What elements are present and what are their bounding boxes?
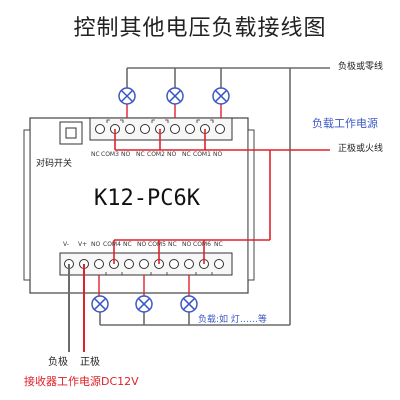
bottom-screw-6 — [139, 259, 149, 269]
terminal-label: COM1 — [193, 151, 211, 158]
bottom-screw-3 — [94, 259, 104, 269]
bottom-relay-marks — [105, 272, 213, 276]
module-left-tab — [23, 129, 31, 281]
dip-switch-label: 对码开关 — [36, 159, 73, 169]
lamp-icon — [212, 87, 230, 105]
bottom-screw-11 — [214, 259, 224, 269]
top-terminal-screws — [95, 124, 225, 134]
bottom-screw-9 — [184, 259, 194, 269]
negative-label: 负极 — [48, 357, 68, 368]
terminal-label: COM6 — [193, 241, 211, 248]
terminal-label: COM4 — [103, 241, 121, 248]
lamp-icon — [135, 295, 153, 313]
module-right-tab — [247, 129, 255, 281]
top-relay-marks — [106, 119, 214, 123]
terminal-label: NO — [167, 151, 177, 158]
terminal-label: COM2 — [147, 151, 165, 158]
terminal-label: NC — [91, 151, 100, 158]
terminal-label: NC — [123, 241, 132, 248]
terminal-label: NO — [91, 241, 101, 248]
terminal-label: NC — [182, 151, 191, 158]
top-screw-4 — [140, 124, 150, 134]
terminal-label: NC — [214, 241, 223, 248]
terminal-label: NO — [213, 151, 223, 158]
receiver-power-label: 接收器工作电源DC12V — [24, 375, 139, 388]
lamp-icon — [91, 295, 109, 313]
lamp-icon — [166, 87, 184, 105]
terminal-label: NC — [136, 151, 145, 158]
model-name: K12-PC6K — [94, 186, 200, 211]
top-screw-7 — [185, 124, 195, 134]
load-example-label: 负载:如 灯……等 — [198, 315, 267, 325]
live-line-label: 正极或火线 — [338, 144, 384, 154]
terminal-label: NC — [168, 241, 177, 248]
terminal-label: NO — [182, 241, 192, 248]
top-screw-6 — [170, 124, 180, 134]
lamp-icon — [118, 87, 136, 105]
top-lamp-wires — [126, 104, 222, 118]
neutral-wiring — [99, 67, 330, 326]
bottom-screw-8 — [169, 259, 179, 269]
lamp-icon — [180, 295, 198, 313]
top-screw-1 — [95, 124, 105, 134]
terminal-label: NO — [121, 151, 131, 158]
bottom-lamp-wires — [98, 275, 190, 296]
bottom-screw-5 — [124, 259, 134, 269]
page-title: 控制其他电压负载接线图 — [73, 16, 327, 41]
terminal-label: V- — [63, 241, 69, 248]
bottom-terminal-screws — [64, 259, 224, 269]
terminal-label: COM5 — [148, 241, 166, 248]
top-screw-3 — [125, 124, 135, 134]
terminal-label: NO — [137, 241, 147, 248]
neutral-line-label: 负极或零线 — [338, 62, 384, 72]
top-screw-9 — [215, 124, 225, 134]
load-power-label: 负载工作电源 — [312, 117, 378, 130]
live-wiring — [113, 129, 330, 264]
terminal-label: V+ — [78, 241, 88, 248]
terminal-label: COM3 — [101, 151, 119, 158]
positive-label: 正极 — [80, 357, 100, 368]
dip-switch-button — [65, 127, 77, 139]
